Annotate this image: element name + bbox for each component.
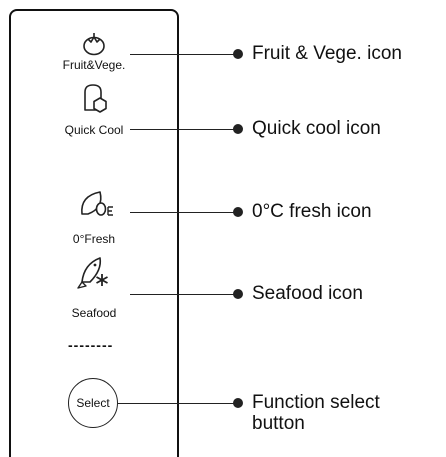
fish-snowflake-icon [77, 257, 108, 289]
quick-cool-label: Quick Cool [64, 123, 124, 137]
select-callout-line1: Function select [252, 392, 380, 413]
select-leader-dot [233, 398, 243, 408]
seafood-label: Seafood [71, 306, 117, 320]
zero-fresh-leader-line [130, 212, 238, 213]
leaf-zero-icon [81, 191, 113, 216]
fruit-vege-leader-dot [233, 49, 243, 59]
function-select-button[interactable]: Select [68, 378, 118, 428]
fruit-vege-label: Fruit&Vege. [62, 58, 126, 72]
tomato-icon [83, 33, 105, 56]
select-button-label: Select [76, 396, 110, 410]
more-functions-indicator: -------- [68, 337, 114, 353]
zero-fresh-label: 0°Fresh [72, 232, 116, 246]
quick-cool-leader-dot [233, 124, 243, 134]
zero-fresh-leader-dot [233, 207, 243, 217]
quick-cool-leader-line [130, 129, 238, 130]
select-leader-line [118, 403, 238, 404]
seafood-callout: Seafood icon [252, 283, 363, 304]
fruit-vege-leader-line [130, 54, 238, 55]
zero-fresh-callout: 0°C fresh icon [252, 201, 372, 222]
select-callout-line2: button [252, 413, 305, 434]
bottle-hexagon-icon [84, 84, 107, 113]
quick-cool-callout: Quick cool icon [252, 118, 381, 139]
seafood-leader-line [130, 294, 238, 295]
fruit-vege-callout: Fruit & Vege. icon [252, 43, 402, 64]
seafood-leader-dot [233, 289, 243, 299]
